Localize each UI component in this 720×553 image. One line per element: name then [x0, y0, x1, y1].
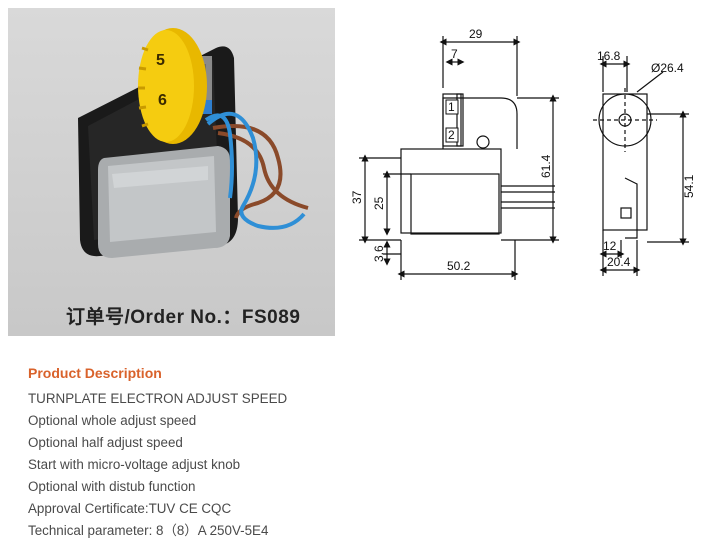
product-description-title: Product Description [28, 365, 162, 381]
dial-number-5: 5 [156, 52, 165, 69]
product-description: Product Description TURNPLATE ELECTRON A… [28, 364, 708, 542]
description-line-knob: Start with micro-voltage adjust knob [28, 457, 241, 472]
terminal-2-label: 2 [448, 128, 455, 142]
dim-20-4: 20.4 [607, 255, 631, 269]
dial-number-6: 6 [158, 92, 167, 109]
dimension-drawing: 1 2 29 7 16.8 Ø26.4 61.4 54.1 37 25 3.6 … [350, 27, 696, 280]
switch-illustration [78, 28, 309, 258]
description-line-certificate: Approval Certificate:TUV CE CQC [28, 501, 232, 516]
description-line-half-adjust: Optional half adjust speed [28, 435, 183, 450]
dim-12: 12 [603, 239, 617, 253]
terminal-1-label: 1 [448, 100, 455, 114]
description-line-technical: Technical parameter: 8（8）A 250V-5E4 [28, 523, 269, 538]
dim-54-1: 54.1 [682, 174, 696, 198]
dim-29: 29 [469, 27, 483, 41]
product-photo: 5 6 订单号/Order No.：FS089 [8, 8, 335, 336]
technical-drawing: 1 2 29 7 16.8 Ø26.4 61.4 54.1 37 25 3.6 … [345, 18, 710, 293]
dim-7: 7 [451, 47, 458, 61]
dim-26-4: Ø26.4 [651, 61, 684, 75]
dim-37: 37 [350, 190, 364, 204]
dim-16-8: 16.8 [597, 49, 621, 63]
description-line-whole-adjust: Optional whole adjust speed [28, 413, 197, 428]
dim-61-4: 61.4 [539, 154, 553, 178]
dim-3-6: 3.6 [372, 245, 386, 262]
description-line-distub: Optional with distub function [28, 479, 196, 494]
dim-50-2: 50.2 [447, 259, 471, 273]
order-number-label: 订单号/Order No.：FS089 [66, 307, 301, 328]
dim-25: 25 [372, 196, 386, 210]
description-line-type: TURNPLATE ELECTRON ADJUST SPEED [28, 391, 288, 406]
